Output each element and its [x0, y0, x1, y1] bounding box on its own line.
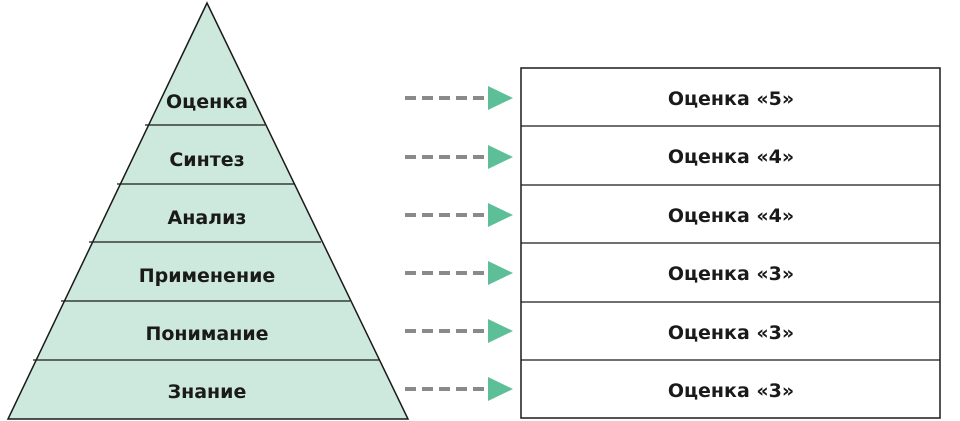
grade-cell: Оценка «3» [668, 380, 794, 402]
arrow [405, 319, 513, 343]
arrow [405, 261, 513, 285]
pyramid-level-synthesis: Синтез [169, 149, 244, 171]
arrow [405, 145, 513, 169]
grade-cell: Оценка «4» [668, 205, 794, 227]
arrow [405, 377, 513, 401]
grade-cell: Оценка «3» [668, 263, 794, 285]
arrow [405, 203, 513, 227]
arrow-head-icon [488, 145, 513, 169]
arrow-head-icon [488, 203, 513, 227]
pyramid-level-evaluation: Оценка [166, 91, 248, 113]
arrow-head-icon [488, 319, 513, 343]
pyramid-outline [6, 1, 410, 420]
arrows [405, 86, 513, 401]
grade-table: Оценка «5» Оценка «4» Оценка «4» Оценка … [520, 67, 941, 419]
grade-cell: Оценка «3» [668, 322, 794, 344]
arrow [405, 86, 513, 110]
pyramid-level-comprehension: Понимание [145, 323, 268, 345]
pyramid-level-knowledge: Знание [168, 381, 247, 403]
pyramid-level-analysis: Анализ [168, 207, 247, 229]
arrow-head-icon [488, 86, 513, 110]
grade-cell: Оценка «4» [668, 146, 794, 168]
pyramid: Оценка Синтез Анализ Применение Понимани… [6, 1, 410, 420]
arrow-head-icon [488, 377, 513, 401]
pyramid-level-application: Применение [139, 265, 276, 287]
grade-cell: Оценка «5» [668, 88, 794, 110]
arrow-head-icon [488, 261, 513, 285]
